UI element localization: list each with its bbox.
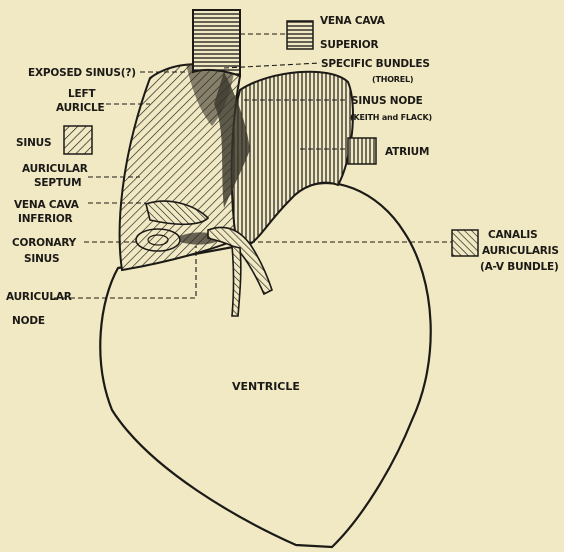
legend-swatch-vena-cava-superior (287, 21, 313, 49)
label-canalis-1: CANALIS (488, 229, 538, 241)
label-canalis-3: (A-V BUNDLE) (480, 261, 559, 273)
av-bundle-branch (232, 246, 241, 316)
label-exposed-sinus: EXPOSED SINUS(?) (28, 67, 136, 79)
vena-cava-superior-shape (193, 10, 240, 76)
label-left-auricle-2: AURICLE (56, 102, 105, 114)
label-auricular-septum-1: AURICULAR (22, 163, 88, 175)
label-vena-cava-inferior-2: INFERIOR (18, 213, 73, 225)
label-vena-cava-inferior-1: VENA CAVA (14, 199, 80, 211)
label-specific-bundles-author: (THOREL) (372, 75, 413, 84)
label-coronary-sinus-2: SINUS (24, 253, 59, 265)
legend-swatch-atrium (348, 138, 376, 164)
legend-swatch-canalis (452, 230, 478, 256)
label-auricular-node-2: NODE (12, 315, 45, 327)
label-auricular-septum-2: SEPTUM (34, 177, 81, 189)
label-specific-bundles: SPECIFIC BUNDLES (321, 58, 430, 70)
label-vena-cava-superior-1: VENA CAVA (320, 15, 386, 27)
label-left-auricle-1: LEFT (68, 88, 96, 100)
label-ventricle: VENTRICLE (232, 380, 300, 393)
label-atrium: ATRIUM (385, 146, 429, 158)
label-sinus: SINUS (16, 137, 51, 149)
atrium-shape (230, 72, 353, 244)
label-canalis-2: AURICULARIS (482, 245, 559, 257)
label-sinus-node: SINUS NODE (351, 95, 423, 107)
legend-swatch-sinus (64, 126, 92, 154)
label-coronary-sinus-1: CORONARY (12, 237, 77, 249)
label-sinus-node-authors: (KEITH and FLACK) (350, 113, 432, 122)
label-auricular-node-1: AURICULAR (6, 291, 72, 303)
label-vena-cava-superior-2: SUPERIOR (320, 39, 378, 51)
